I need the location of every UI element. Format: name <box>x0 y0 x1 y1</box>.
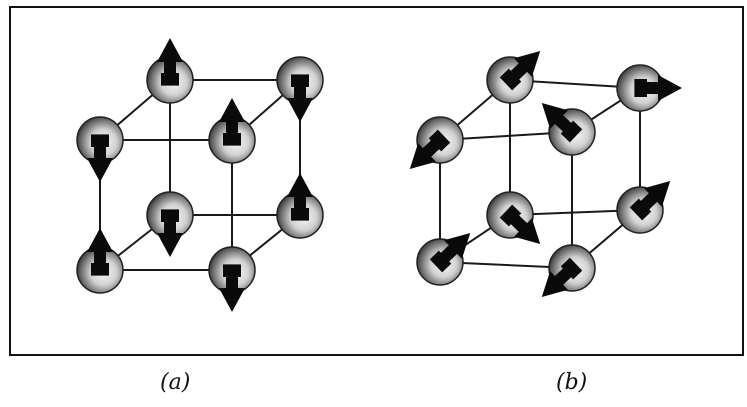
atom-back-bottom-left <box>486 191 541 244</box>
spin-arrow-base <box>223 264 241 277</box>
spin-arrow-base <box>429 250 452 273</box>
atom-front-top-left <box>76 116 124 182</box>
atom-back-bottom-right <box>616 181 671 234</box>
spin-arrow-base <box>634 79 647 97</box>
panel-a-label: (a) <box>160 370 191 395</box>
atom-back-top-left <box>146 38 194 104</box>
spin-arrow-base <box>560 120 583 143</box>
spin-arrow-down <box>219 266 245 312</box>
figure-frame <box>9 6 744 356</box>
spin-arrow-base <box>499 68 522 91</box>
spin-arrow-base <box>161 73 179 86</box>
panel-a-lattice <box>76 38 324 312</box>
spin-arrow-right <box>636 75 682 101</box>
spin-arrow-up <box>87 228 113 274</box>
spin-arrow-base <box>91 134 109 147</box>
spin-arrow-base <box>428 129 451 152</box>
spin-arrow-base <box>161 209 179 222</box>
spin-arrow-base <box>291 208 309 221</box>
spin-arrow-base <box>291 74 309 87</box>
atom-front-top-left <box>409 116 464 169</box>
spin-arrow-down <box>87 136 113 182</box>
atom-back-bottom-left <box>146 191 194 257</box>
panel-b-lattice <box>409 51 682 297</box>
atom-front-bottom-left <box>416 233 471 286</box>
atom-back-top-right <box>616 64 682 112</box>
atom-front-bottom-right <box>541 244 596 297</box>
spin-arrow-down <box>157 211 183 257</box>
spin-arrow-base <box>629 198 652 221</box>
atom-front-bottom-left <box>76 228 124 294</box>
spin-arrow-base <box>91 263 109 276</box>
spin-arrow-up <box>157 38 183 84</box>
spin-arrow-up <box>219 98 245 144</box>
panel-b-label: (b) <box>556 370 588 395</box>
atom-front-top-right <box>208 98 256 164</box>
spin-arrow-base <box>560 257 583 280</box>
atom-back-bottom-right <box>276 173 324 239</box>
spin-arrow-down <box>287 76 313 122</box>
spin-arrow-up <box>287 173 313 219</box>
atom-front-bottom-right <box>208 246 256 312</box>
atom-front-top-right <box>541 103 596 156</box>
atom-back-top-left <box>486 51 541 104</box>
spin-arrow-base <box>223 133 241 146</box>
atom-back-top-right <box>276 56 324 122</box>
spin-arrow-base <box>499 204 522 227</box>
